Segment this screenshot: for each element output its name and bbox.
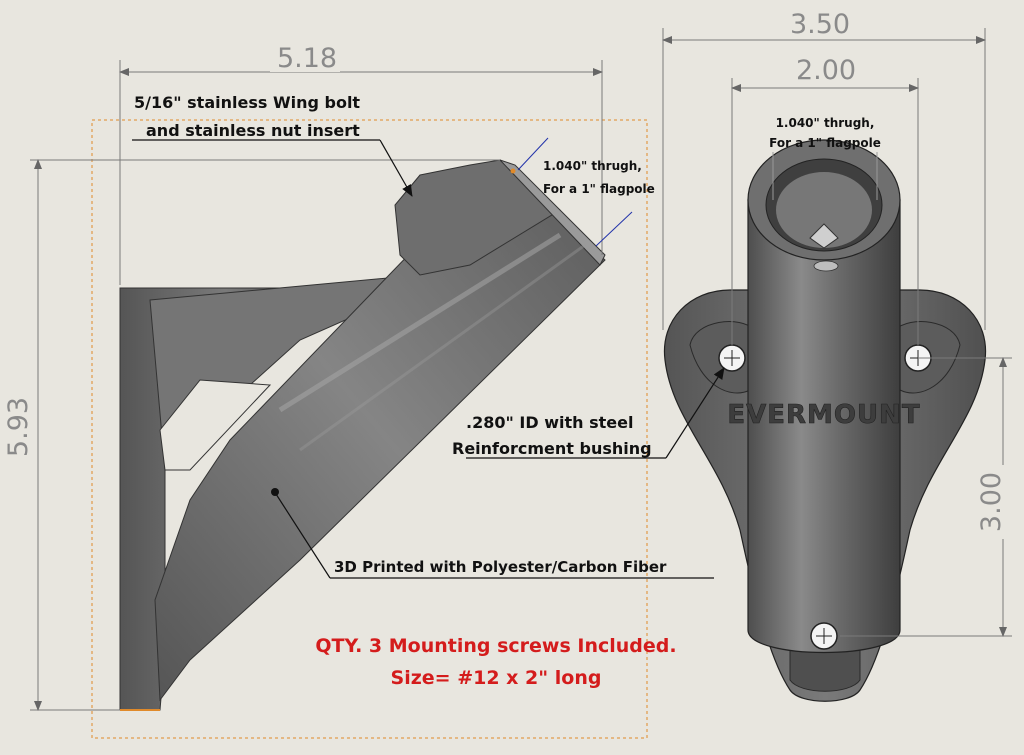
note-screws-line2: Size= #12 x 2" long (391, 667, 602, 689)
note-thru-side-line1: 1.040" thrugh, (543, 159, 642, 173)
side-main-tube (154, 159, 606, 702)
dim-side-height: 5.93 (3, 397, 34, 457)
dimension-lines (30, 28, 1012, 711)
leaders (132, 137, 725, 579)
front-tube (747, 199, 901, 653)
dimension-texts: 5.18 5.93 3.50 2.00 3.00 (2, 6, 1009, 539)
dim-side-width: 5.18 (277, 43, 337, 74)
side-web-opening (159, 379, 272, 471)
side-view (91, 119, 648, 739)
part-marking: EVERMOUNT (727, 400, 920, 430)
note-bushing-line2: Reinforcment bushing (452, 439, 652, 458)
side-tube-boss (394, 159, 561, 276)
note-thru-front-line2: For a 1" flagpole (769, 136, 881, 150)
note-wing-bolt-line2: and stainless nut insert (146, 121, 360, 140)
front-view: EVERMOUNT (663, 139, 987, 702)
note-thru-side-line2: For a 1" flagpole (543, 182, 655, 196)
note-screws-line1: QTY. 3 Mounting screws Included. (315, 635, 676, 657)
note-wing-bolt-line1: 5/16" stainless Wing bolt (134, 93, 360, 112)
dim-front-hole-spacing: 3.00 (976, 472, 1007, 532)
dim-front-width: 3.50 (790, 9, 850, 40)
side-tube-end (499, 159, 606, 266)
screw-hole-bottom (810, 622, 838, 650)
note-thru-front-line1: 1.040" thrugh, (776, 116, 875, 130)
screw-hole-left (718, 344, 746, 372)
dim-front-inner-width: 2.00 (796, 55, 856, 86)
note-material: 3D Printed with Polyester/Carbon Fiber (334, 558, 667, 576)
note-bushing-line1: .280" ID with steel (466, 413, 633, 432)
view-frame (91, 119, 648, 739)
